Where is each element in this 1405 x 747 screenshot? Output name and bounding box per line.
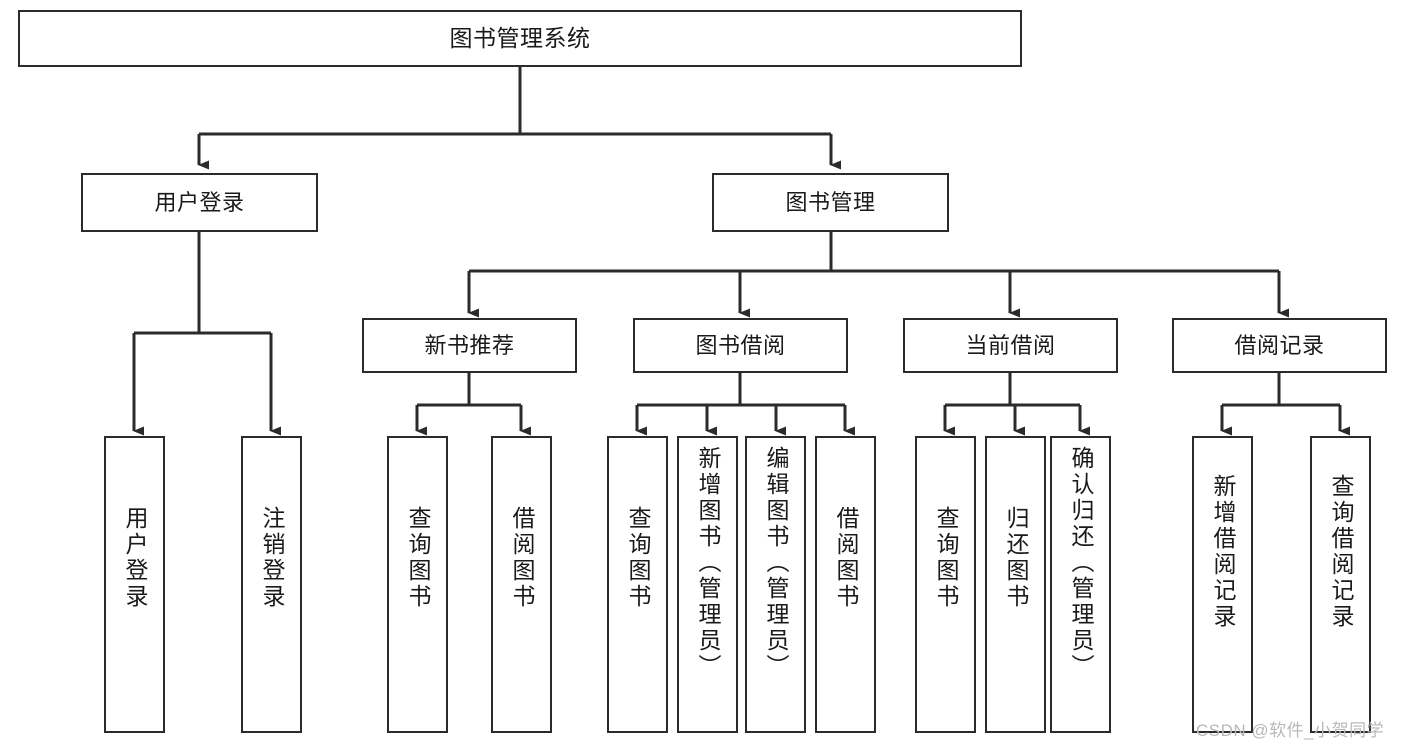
leaf-query-book-rec-label: 查询图书: [405, 506, 431, 610]
node-book-borrow-label: 图书借阅: [695, 332, 786, 358]
leaf-query-borrow-record-label: 查询借阅记录: [1328, 474, 1354, 630]
leaf-user-login[interactable]: 用户登录: [104, 436, 165, 733]
leaf-query-book-rec[interactable]: 查询图书: [387, 436, 448, 733]
leaf-return-book-label: 归还图书: [1003, 506, 1029, 610]
leaf-borrow-book-rec[interactable]: 借阅图书: [491, 436, 552, 733]
leaf-logout-login[interactable]: 注销登录: [241, 436, 302, 733]
node-book-manage[interactable]: 图书管理: [712, 173, 949, 232]
node-current-borrow-label: 当前借阅: [965, 332, 1056, 358]
node-current-borrow[interactable]: 当前借阅: [903, 318, 1118, 373]
leaf-query-borrow-record[interactable]: 查询借阅记录: [1310, 436, 1371, 733]
leaf-add-book-admin[interactable]: 新增图书（管理员）: [677, 436, 738, 733]
node-root-system[interactable]: 图书管理系统: [18, 10, 1022, 67]
node-user-login[interactable]: 用户登录: [81, 173, 318, 232]
node-borrow-record[interactable]: 借阅记录: [1172, 318, 1387, 373]
leaf-query-book-borrow[interactable]: 查询图书: [607, 436, 668, 733]
leaf-add-book-admin-label: 新增图书（管理员）: [695, 446, 721, 680]
node-book-borrow[interactable]: 图书借阅: [633, 318, 848, 373]
node-user-login-label: 用户登录: [154, 189, 245, 215]
node-new-book-recommend[interactable]: 新书推荐: [362, 318, 577, 373]
leaf-edit-book-admin[interactable]: 编辑图书（管理员）: [745, 436, 806, 733]
leaf-query-book-current[interactable]: 查询图书: [915, 436, 976, 733]
leaf-edit-book-admin-label: 编辑图书（管理员）: [763, 446, 789, 680]
csdn-watermark: CSDN @软件_小贺同学: [1196, 721, 1385, 740]
node-root-system-label: 图书管理系统: [449, 24, 591, 51]
node-book-manage-label: 图书管理: [785, 189, 876, 215]
node-new-book-recommend-label: 新书推荐: [424, 332, 515, 358]
leaf-confirm-return-admin-label: 确认归还（管理员）: [1068, 446, 1094, 680]
leaf-query-book-borrow-label: 查询图书: [625, 506, 651, 610]
leaf-logout-login-label: 注销登录: [259, 506, 285, 610]
leaf-borrow-book-borrow[interactable]: 借阅图书: [815, 436, 876, 733]
leaf-borrow-book-rec-label: 借阅图书: [509, 506, 535, 610]
leaf-user-login-label: 用户登录: [122, 506, 148, 610]
leaf-query-book-current-label: 查询图书: [933, 506, 959, 610]
leaf-add-borrow-record[interactable]: 新增借阅记录: [1192, 436, 1253, 733]
leaf-confirm-return-admin[interactable]: 确认归还（管理员）: [1050, 436, 1111, 733]
leaf-return-book[interactable]: 归还图书: [985, 436, 1046, 733]
leaf-add-borrow-record-label: 新增借阅记录: [1210, 474, 1236, 630]
node-borrow-record-label: 借阅记录: [1234, 332, 1325, 358]
leaf-borrow-book-borrow-label: 借阅图书: [833, 506, 859, 610]
